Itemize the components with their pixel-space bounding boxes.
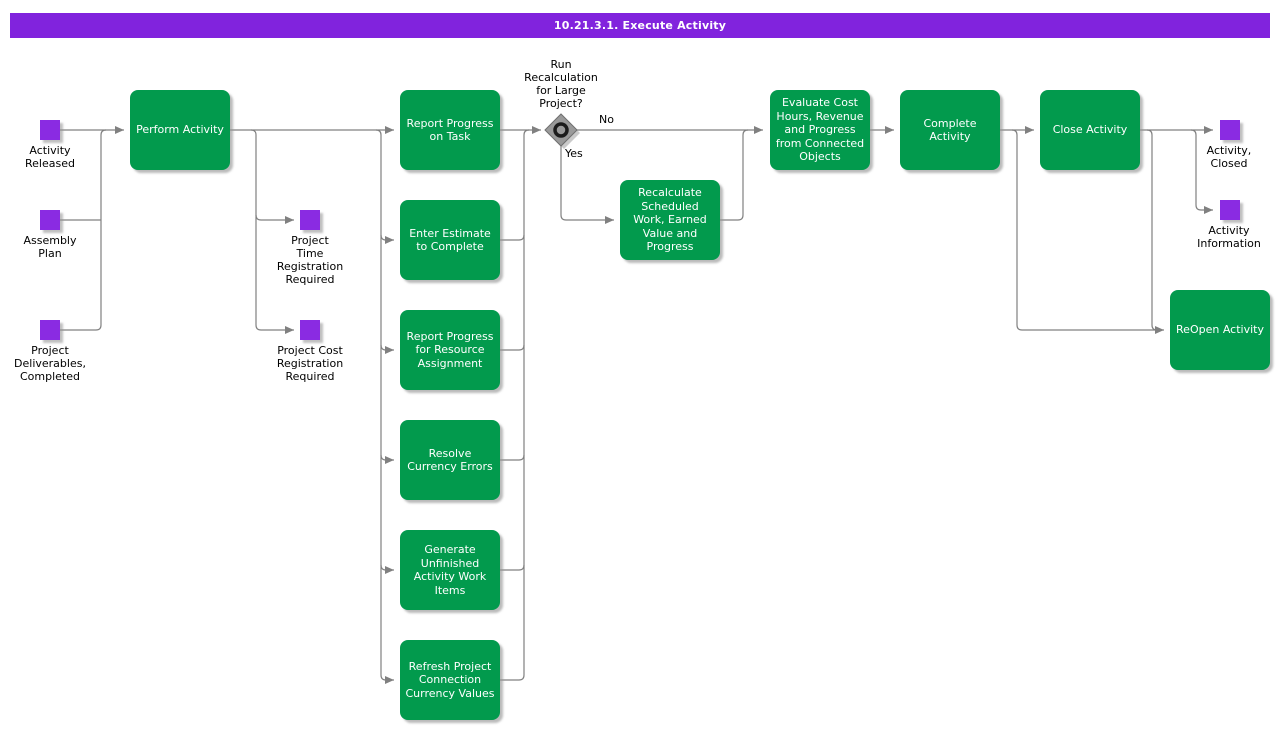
event-square-assembly-plan[interactable]: [40, 210, 60, 230]
task-perform-activity[interactable]: Perform Activity: [130, 90, 230, 170]
task-label: Report Progress for Resource Assignment: [406, 329, 494, 370]
task-label: Evaluate Cost Hours, Revenue and Progres…: [775, 96, 865, 164]
edge-out-generate: [500, 564, 525, 571]
event-label-activity-released: Activity Released: [25, 144, 75, 170]
task-reopen-activity[interactable]: ReOpen Activity: [1170, 290, 1270, 370]
edge-into-refresh: [375, 129, 394, 684]
event-label-activity-closed: Activity, Closed: [1206, 144, 1252, 170]
task-evaluate-cost-hours[interactable]: Evaluate Cost Hours, Revenue and Progres…: [770, 90, 870, 170]
task-label: Generate Unfinished Activity Work Items: [413, 543, 487, 597]
decision-gateway-icon[interactable]: [544, 113, 580, 149]
edge-out-estimate: [500, 234, 525, 241]
gateway-question-label: Run Recalculation for Large Project?: [524, 58, 598, 110]
page-title: 10.21.3.1. Execute Activity: [553, 19, 727, 32]
event-square-project-cost-registration-required[interactable]: [300, 320, 320, 340]
task-label: Refresh Project Connection Currency Valu…: [405, 659, 495, 700]
edge-out-resource: [500, 344, 525, 351]
task-refresh-project-connection-currency-values[interactable]: Refresh Project Connection Currency Valu…: [400, 640, 500, 720]
event-square-project-deliverables-completed[interactable]: [40, 320, 60, 340]
edge-collect-vertical: [500, 129, 530, 681]
edge-to-time-event: [255, 214, 294, 224]
edge-into-resource: [380, 344, 394, 354]
task-complete-activity[interactable]: Complete Activity: [900, 90, 1000, 170]
event-label-assembly-plan: Assembly Plan: [23, 234, 77, 260]
flow-edges: [60, 126, 1213, 684]
task-enter-estimate-to-complete[interactable]: Enter Estimate to Complete: [400, 200, 500, 280]
edge-recalculate-merge: [720, 129, 749, 221]
edge-close-to-reopen: [1146, 129, 1158, 331]
edge-out-resolve: [500, 454, 525, 461]
event-square-activity-released[interactable]: [40, 120, 60, 140]
task-label: Recalculate Scheduled Work, Earned Value…: [633, 186, 707, 254]
task-report-progress-for-resource-assignment[interactable]: Report Progress for Resource Assignment: [400, 310, 500, 390]
diagram-title-bar: 10.21.3.1. Execute Activity: [10, 13, 1270, 38]
task-generate-unfinished-activity-work-items[interactable]: Generate Unfinished Activity Work Items: [400, 530, 500, 610]
gateway-ring-icon: [553, 122, 569, 138]
event-label-activity-information: Activity Information: [1197, 224, 1261, 250]
task-label: Close Activity: [1052, 123, 1128, 137]
event-label-project-deliverables: Project Deliverables, Completed: [14, 344, 86, 383]
task-report-progress-on-task[interactable]: Report Progress on Task: [400, 90, 500, 170]
event-square-activity-information[interactable]: [1220, 200, 1240, 220]
edge-into-reopen: [1011, 129, 1164, 334]
task-label: Perform Activity: [136, 123, 224, 137]
event-square-activity-closed[interactable]: [1220, 120, 1240, 140]
edge-into-estimate: [380, 234, 394, 244]
gateway-yes-label: Yes: [565, 147, 583, 160]
edge-into-information-event: [1190, 129, 1213, 214]
gateway-diamond: [544, 113, 578, 147]
task-label: ReOpen Activity: [1176, 323, 1264, 337]
task-label: Complete Activity: [923, 116, 977, 144]
edge-yes-into-recalculate: [560, 146, 614, 224]
edge-to-cost-event: [250, 129, 294, 334]
event-label-cost-registration: Project Cost Registration Required: [276, 344, 344, 383]
task-close-activity[interactable]: Close Activity: [1040, 90, 1140, 170]
edge-into-resolve: [380, 454, 394, 464]
task-recalculate-scheduled-work[interactable]: Recalculate Scheduled Work, Earned Value…: [620, 180, 720, 260]
event-square-project-time-registration-required[interactable]: [300, 210, 320, 230]
task-resolve-currency-errors[interactable]: Resolve Currency Errors: [400, 420, 500, 500]
edge-into-generate: [380, 564, 394, 574]
event-label-time-registration: Project Time Registration Required: [276, 234, 344, 286]
task-label: Report Progress on Task: [406, 116, 494, 144]
task-label: Resolve Currency Errors: [407, 446, 493, 474]
gateway-no-label: No: [599, 113, 614, 126]
task-label: Enter Estimate to Complete: [409, 226, 491, 254]
